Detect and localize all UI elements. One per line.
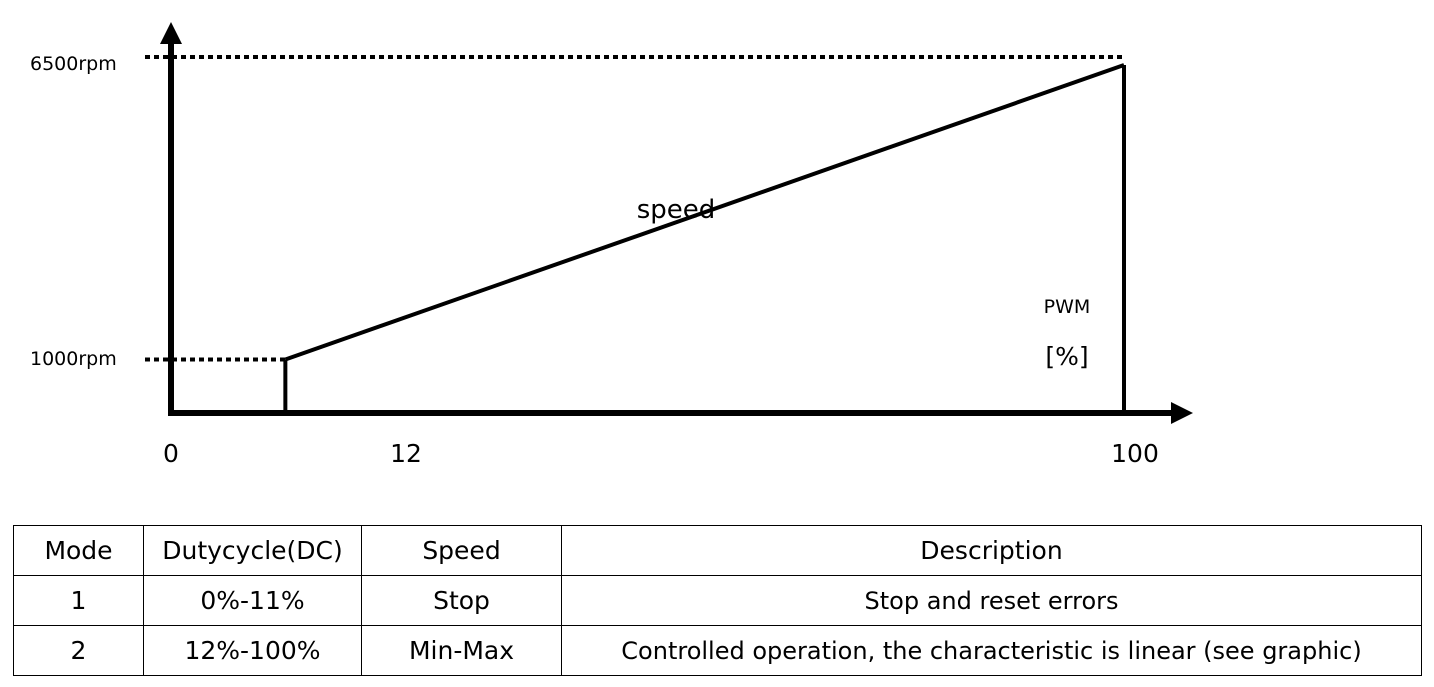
cell-mode: 1 (13, 575, 144, 626)
speed-series-line (284, 63, 1125, 362)
cell-speed: Min-Max (361, 625, 562, 676)
table-header-row: Mode Dutycycle(DC) Speed Description (13, 525, 1422, 576)
x-axis-label: PWM (1044, 296, 1091, 318)
speed-series-annotation: speed (637, 195, 716, 225)
x-axis-unit-label: [%] (1045, 342, 1088, 371)
y-tick-label-6500rpm: 6500rpm (30, 53, 117, 75)
table-row: 1 0%-11% Stop Stop and reset errors (13, 575, 1422, 626)
table-row: 2 12%-100% Min-Max Controlled operation,… (13, 625, 1422, 676)
cell-dutycycle: 0%-11% (143, 575, 362, 626)
mode-table: Mode Dutycycle(DC) Speed Description 1 0… (13, 525, 1422, 676)
header-speed: Speed (361, 525, 562, 576)
cell-dutycycle: 12%-100% (143, 625, 362, 676)
header-dutycycle: Dutycycle(DC) (143, 525, 362, 576)
cell-description: Controlled operation, the characteristic… (561, 625, 1422, 676)
x-tick-label-0: 0 (163, 439, 179, 468)
header-mode: Mode (13, 525, 144, 576)
cell-description: Stop and reset errors (561, 575, 1422, 626)
x-axis-arrow-icon (1171, 402, 1193, 424)
header-description: Description (561, 525, 1422, 576)
y-axis-arrow-icon (160, 22, 182, 44)
cell-mode: 2 (13, 625, 144, 676)
x-tick-label-12: 12 (390, 439, 422, 468)
cell-speed: Stop (361, 575, 562, 626)
y-tick-label-1000rpm: 1000rpm (30, 348, 117, 370)
speed-pwm-chart: 1000rpm 6500rpm 0 12 100 PWM [%] speed (30, 22, 1193, 468)
x-tick-label-100: 100 (1111, 439, 1159, 468)
